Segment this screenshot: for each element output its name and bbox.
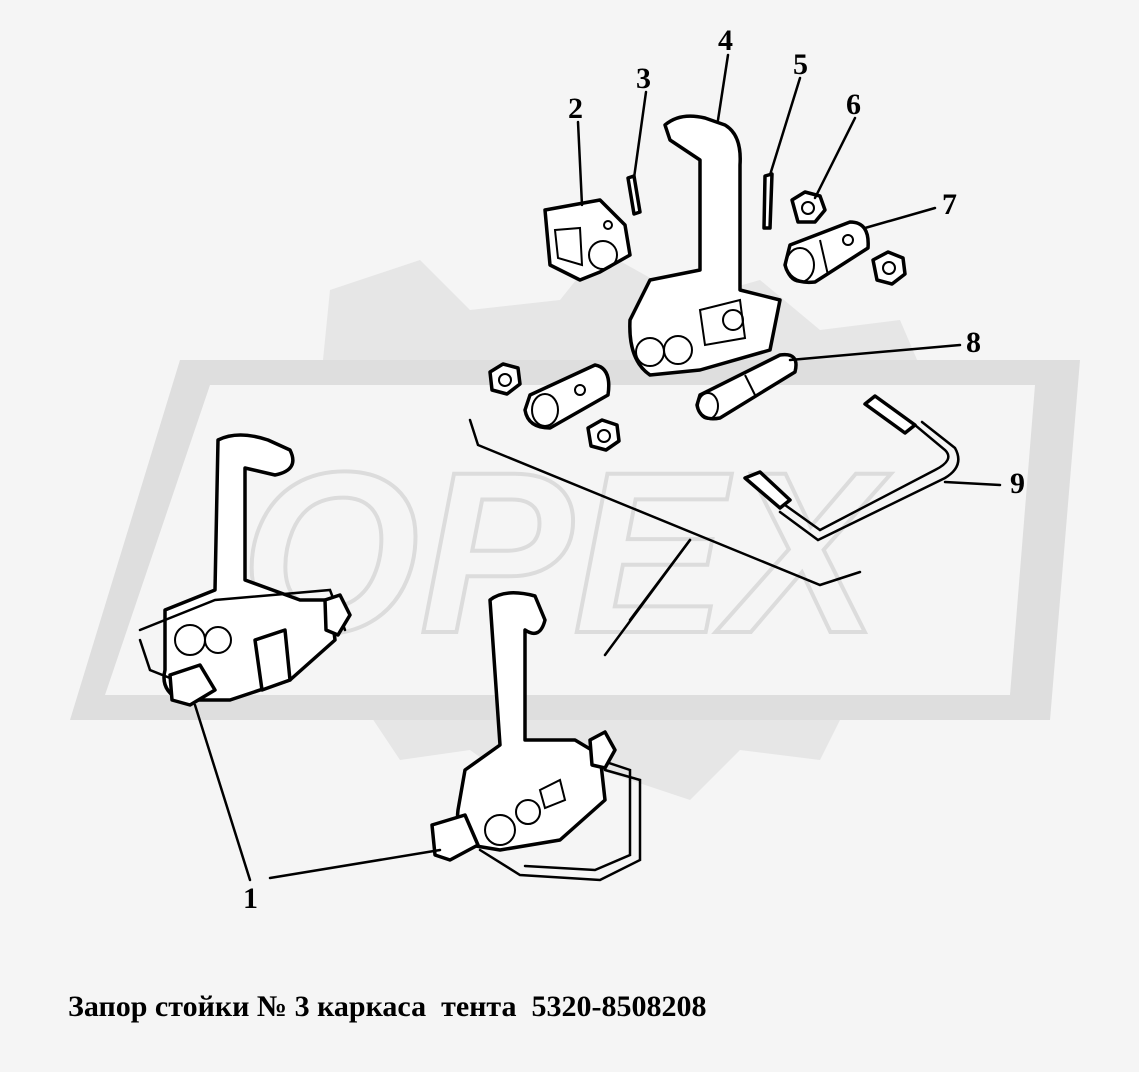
callout-1: 1 (243, 882, 258, 915)
assembly-lines (468, 418, 862, 657)
callout-8: 8 (966, 326, 981, 359)
callout-7: 7 (942, 188, 957, 221)
part-7-bushing (783, 220, 870, 285)
part-9-rod (743, 394, 960, 542)
watermark-text: OPEX (240, 424, 891, 681)
part-3-pin (626, 174, 642, 216)
assembly-left (138, 433, 352, 707)
left-bushing-set (488, 362, 621, 452)
part-2-bracket (543, 198, 632, 282)
nut-right (871, 250, 907, 286)
part-8-axle-pin (695, 352, 798, 421)
callout-5: 5 (793, 48, 808, 81)
callout-3: 3 (636, 62, 651, 95)
callout-2: 2 (568, 92, 583, 125)
part-6-nut (790, 190, 827, 224)
callout-4: 4 (718, 24, 733, 57)
callout-6: 6 (846, 88, 861, 121)
assembly-bottom (430, 591, 642, 882)
diagram-caption: Запор стойки № 3 каркаса тента 5320-8508… (68, 990, 707, 1023)
part-4-handle (628, 114, 782, 377)
part-5-cotter-pin (762, 172, 774, 230)
leader-lines (193, 53, 1002, 882)
callout-9: 9 (1010, 467, 1025, 500)
